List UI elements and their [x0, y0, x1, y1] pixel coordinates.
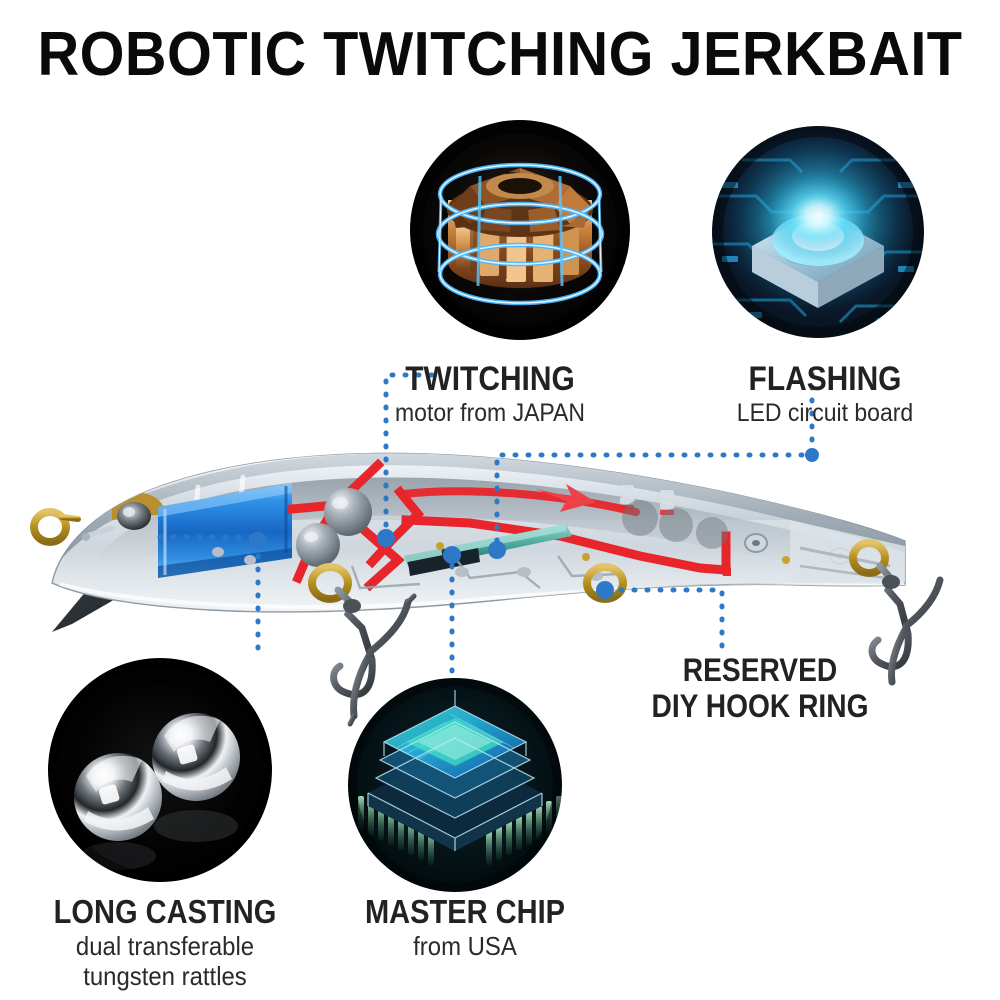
- caption-twitching-subtitle: motor from JAPAN: [394, 399, 586, 427]
- connector-reserved: [605, 587, 725, 651]
- caption-twitching: TWITCHING motor from JAPAN: [300, 360, 680, 428]
- belly-hook-ring-front: [308, 563, 352, 603]
- motor-coil-icon: [410, 120, 630, 340]
- caption-long-casting-sub2: tungsten rattles: [83, 961, 247, 991]
- caption-long-casting: LONG CASTING dual transferable tungsten …: [0, 893, 330, 991]
- tungsten-ball-rattle: [296, 488, 372, 567]
- caption-long-casting-heading: LONG CASTING: [53, 893, 277, 930]
- caption-twitching-heading: TWITCHING: [405, 360, 575, 398]
- caption-master-chip-heading: MASTER CHIP: [364, 893, 566, 930]
- diving-lip: [52, 534, 190, 632]
- treble-hook-front: [330, 586, 412, 720]
- connector-dots: [249, 448, 819, 599]
- caption-flashing-subtitle: LED circuit board: [736, 399, 914, 427]
- lithium-battery: [158, 483, 292, 578]
- wiring-harness: [287, 458, 731, 592]
- line-tie-eyelet: [30, 508, 81, 546]
- caption-reserved-line2: DIY HOOK RING: [651, 688, 869, 724]
- caption-flashing-heading: FLASHING: [748, 360, 902, 398]
- reserved-hook-ring: [583, 563, 627, 603]
- caption-master-chip-subtitle: from USA: [413, 931, 517, 961]
- page-title: ROBOTIC TWITCHING JERKBAIT: [37, 20, 963, 89]
- lure-body: [51, 452, 906, 613]
- caption-reserved-hook-ring: RESERVED DIY HOOK RING: [580, 652, 940, 724]
- master-chip-icon: [348, 678, 562, 892]
- caption-long-casting-sub1: dual transferable: [75, 931, 255, 961]
- led-circuit-board: [404, 524, 572, 576]
- tungsten-balls-icon: [48, 658, 272, 882]
- tail-hook-ring: [849, 539, 889, 577]
- caption-flashing: FLASHING LED circuit board: [640, 360, 1000, 428]
- led-chip-icon: [712, 126, 924, 338]
- caption-master-chip: MASTER CHIP from USA: [315, 893, 615, 961]
- caption-reserved-line1: RESERVED: [682, 652, 838, 688]
- lure-eye: [82, 492, 166, 541]
